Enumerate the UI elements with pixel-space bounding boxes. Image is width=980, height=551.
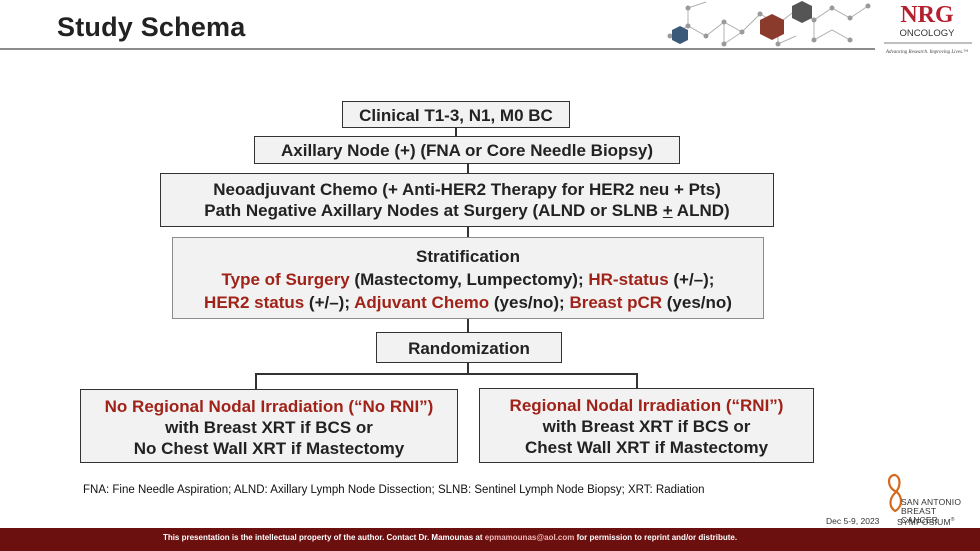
connector-line xyxy=(467,163,469,174)
abbreviations-footnote: FNA: Fine Needle Aspiration; ALND: Axill… xyxy=(83,484,705,496)
neoadjuvant-line1: Neoadjuvant Chemo (+ Anti-HER2 Therapy f… xyxy=(213,180,721,199)
eligibility-text: Clinical T1-3, N1, M0 BC xyxy=(359,106,553,125)
connector-line xyxy=(636,373,638,389)
arm-rni-box: Regional Nodal Irradiation (“RNI”) with … xyxy=(479,388,814,463)
title-divider xyxy=(0,48,875,50)
sabcs-line3: SYMPOSIUM® xyxy=(897,516,955,527)
registered-mark: ® xyxy=(950,517,955,523)
randomization-text: Randomization xyxy=(408,339,530,358)
connector-line xyxy=(467,318,469,332)
footer-bar xyxy=(0,528,980,551)
network-graphic-icon xyxy=(667,1,871,47)
sabcs-ribbon-icon xyxy=(887,473,903,513)
connector-line xyxy=(455,127,457,137)
arm-no-rni-line3: No Chest Wall XRT if Mastectomy xyxy=(133,439,405,458)
contact-email-link[interactable]: epmamounas@aol.com xyxy=(484,533,575,542)
neoadjuvant-box: Neoadjuvant Chemo (+ Anti-HER2 Therapy f… xyxy=(160,173,774,227)
arm-no-rni-title: No Regional Nodal Irradiation (“No RNI”) xyxy=(104,397,434,416)
connector-line xyxy=(467,362,469,374)
biopsy-box: Axillary Node (+) (FNA or Core Needle Bi… xyxy=(254,136,680,164)
factor-hr-status: HR-status xyxy=(588,270,669,289)
logo-tagline: Advancing Research. Improving Lives.™ xyxy=(885,49,968,55)
connector-line xyxy=(255,373,257,390)
stratification-line2: HER2 status (+/–); Adjuvant Chemo (yes/n… xyxy=(204,293,732,312)
footer-copyright: This presentation is the intellectual pr… xyxy=(162,533,738,542)
factor-breast-pcr: Breast pCR xyxy=(569,293,663,312)
arm-no-rni-box: No Regional Nodal Irradiation (“No RNI”)… xyxy=(80,389,458,463)
sabcs-line2: BREAST CANCER xyxy=(901,506,939,525)
plus-minus-symbol: + xyxy=(662,201,673,220)
stratification-box: Stratification Type of Surgery (Mastecto… xyxy=(172,237,764,319)
factor-type-of-surgery: Type of Surgery xyxy=(221,270,350,289)
randomization-box: Randomization xyxy=(376,332,562,363)
sabcs-logo: SAN ANTONIO BREAST CANCER SYMPOSIUM® xyxy=(883,473,975,526)
arm-rni-line2: with Breast XRT if BCS or xyxy=(542,417,751,436)
arm-rni-line3: Chest Wall XRT if Mastectomy xyxy=(524,438,769,457)
branch-line xyxy=(255,373,637,375)
nrg-logo-text: NRG xyxy=(900,2,954,28)
factor-her2-status: HER2 status xyxy=(204,293,305,312)
biopsy-text: Axillary Node (+) (FNA or Core Needle Bi… xyxy=(280,141,654,160)
eligibility-box: Clinical T1-3, N1, M0 BC xyxy=(342,101,570,128)
stratification-line1: Type of Surgery (Mastectomy, Lumpectomy)… xyxy=(221,270,715,289)
arm-no-rni-line2: with Breast XRT if BCS or xyxy=(165,418,373,437)
factor-adjuvant-chemo: Adjuvant Chemo xyxy=(354,293,490,312)
stratification-heading: Stratification xyxy=(416,247,520,266)
neoadjuvant-line2: Path Negative Axillary Nodes at Surgery … xyxy=(204,201,730,220)
nrg-oncology-logo: NRG ONCOLOGY Advancing Research. Improvi… xyxy=(884,2,972,55)
conference-date: Dec 5-9, 2023 xyxy=(826,516,880,526)
oncology-logo-text: ONCOLOGY xyxy=(900,28,956,39)
connector-line xyxy=(467,226,469,238)
page-title: Study Schema xyxy=(57,12,246,42)
arm-rni-title: Regional Nodal Irradiation (“RNI”) xyxy=(509,396,784,415)
sabcs-line1: SAN ANTONIO xyxy=(901,497,962,507)
